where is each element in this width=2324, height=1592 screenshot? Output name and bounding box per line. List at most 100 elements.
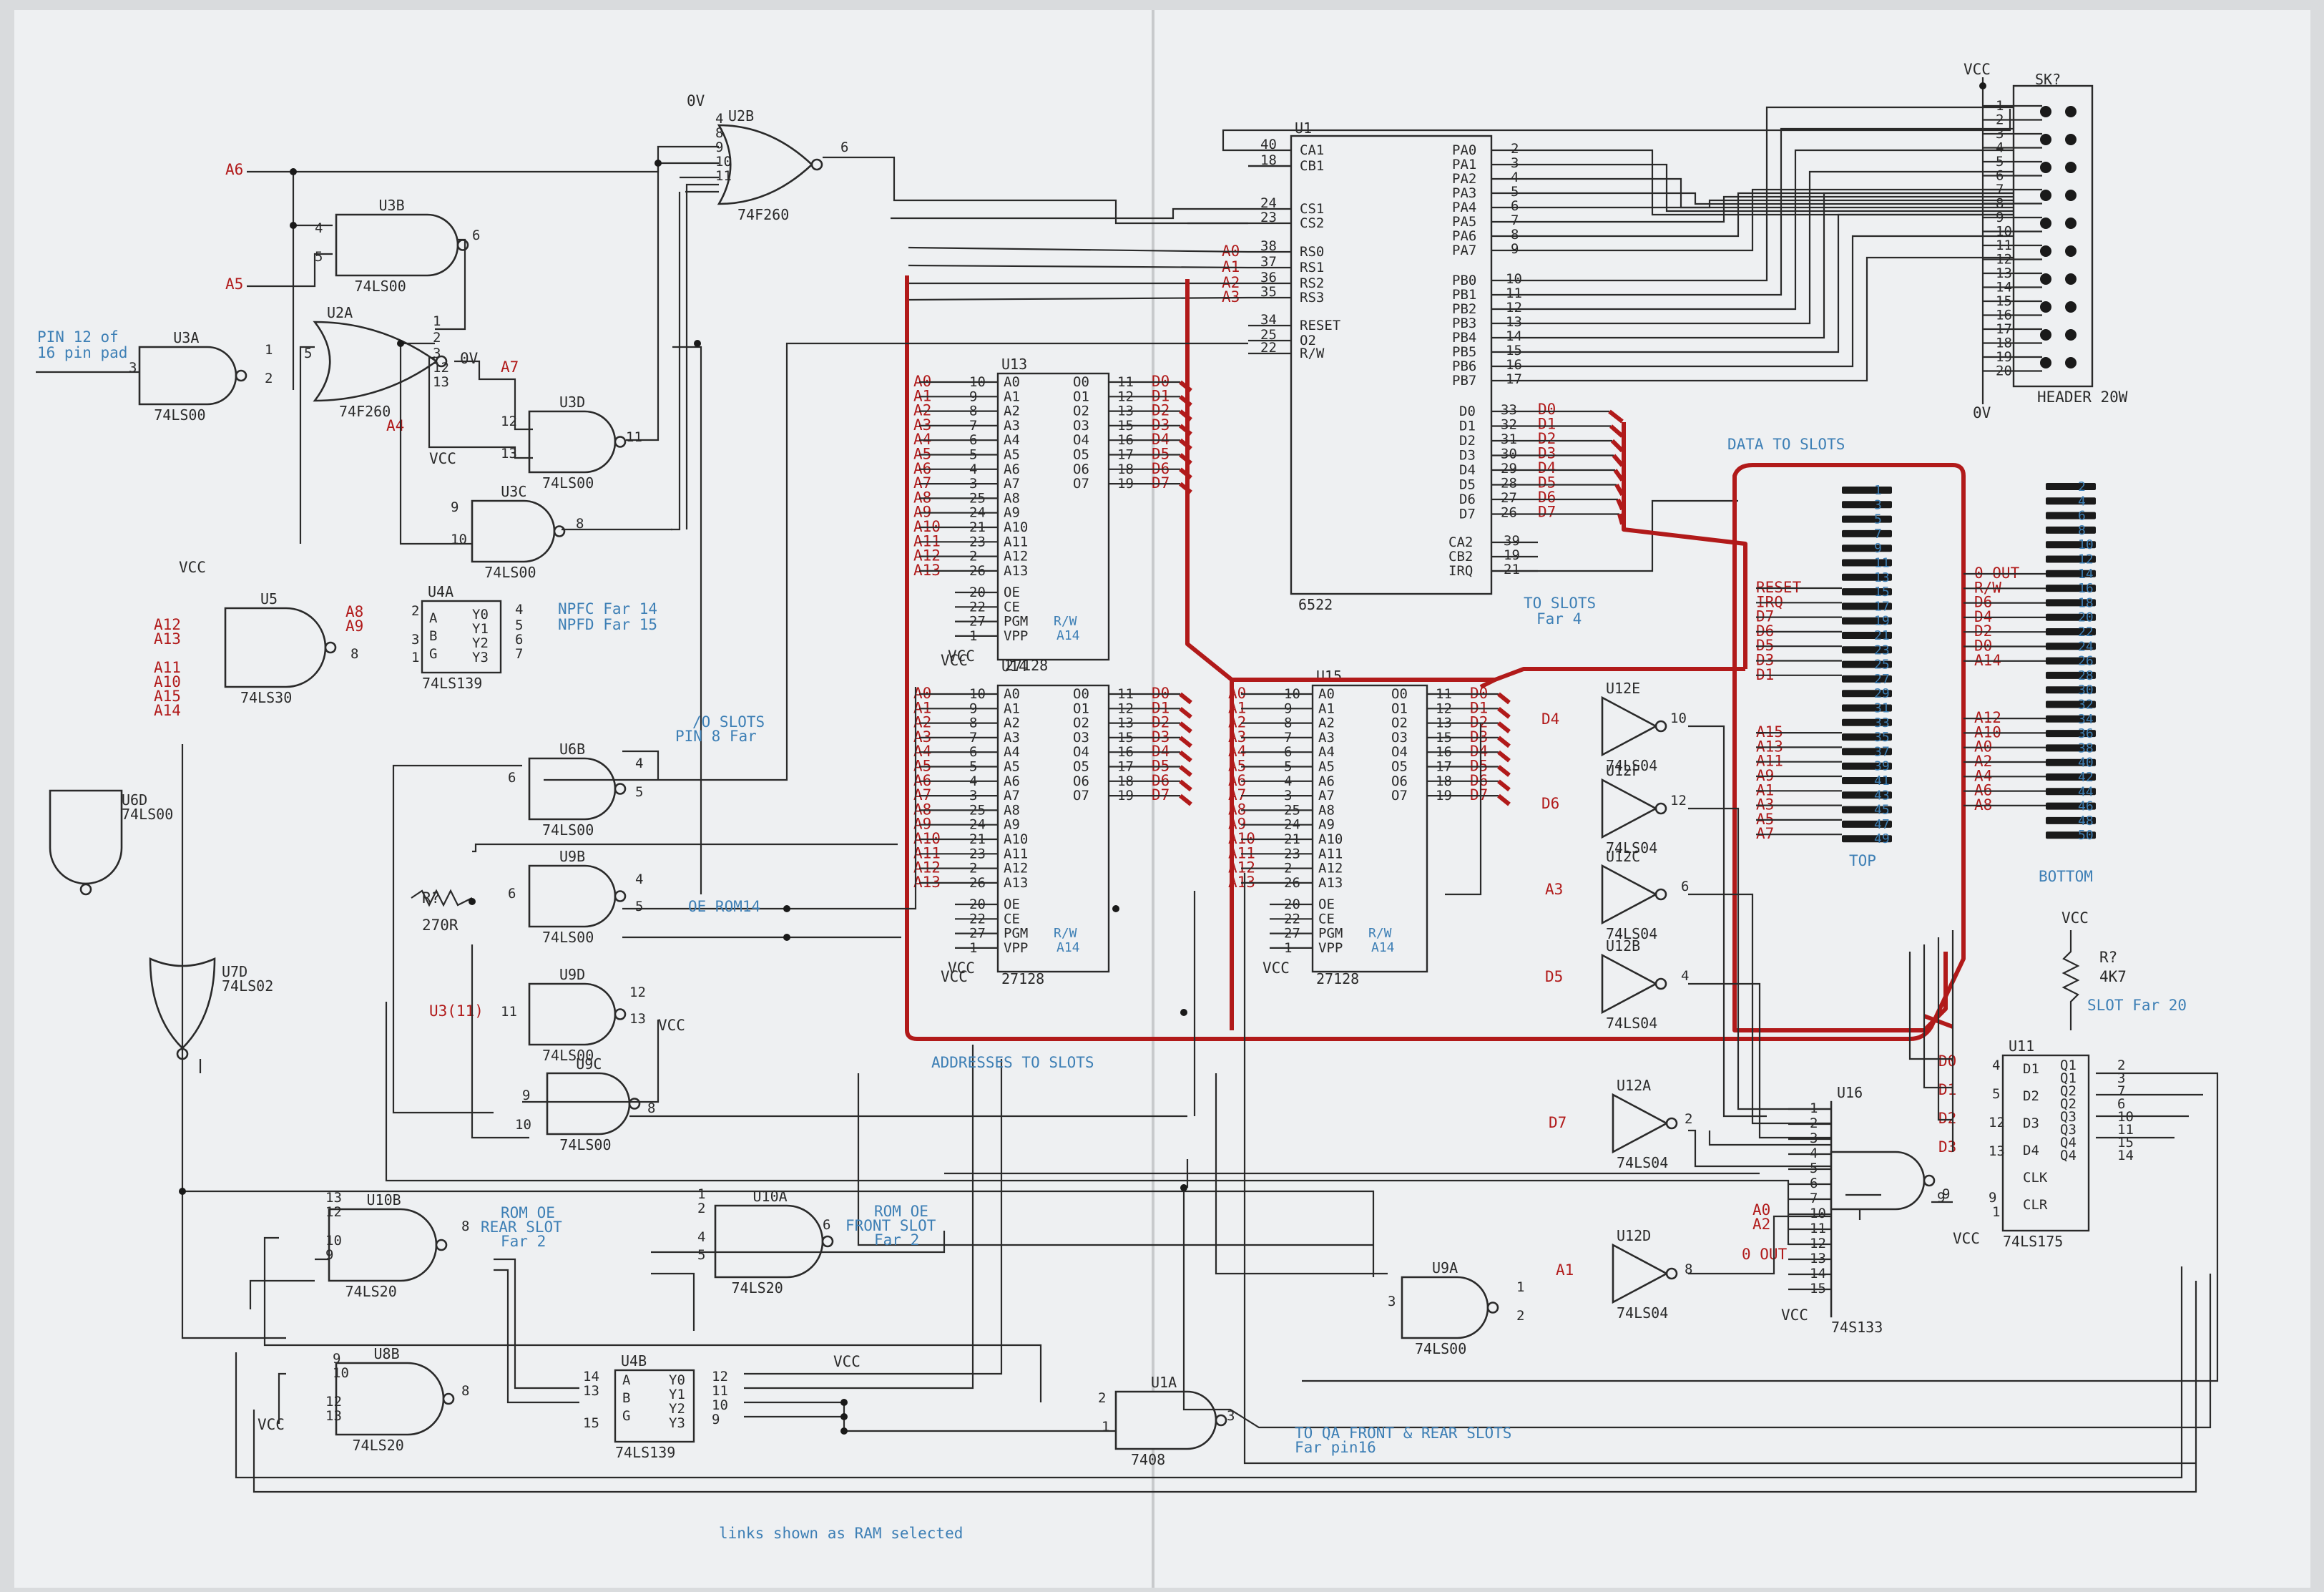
u11-box-type: 74LS175 [2003,1233,2063,1250]
hdr-pad [2065,245,2077,257]
hdr-pad [2065,162,2077,173]
u5-gate-ref: U5 [260,590,278,607]
edge-pad [1842,501,1892,509]
hdr-pad [2040,134,2051,145]
u11-net: D2 [1938,1110,1956,1127]
via-irq-route [1491,499,1738,572]
rom-pin-name: A12 [1004,549,1028,565]
net-label: 0V [687,92,705,109]
gate-pin-num: 5 [304,346,312,361]
gate-pin-num: 13 [433,374,449,390]
edge-num: 4 [2078,494,2086,509]
via-pa-num: 2 [1511,141,1519,157]
u1a-gate-ref: U1A [1151,1374,1177,1391]
gate-pin-num: 8 [715,125,723,141]
via-pb-num: 12 [1506,300,1522,316]
rom-out-name: O3 [1073,730,1089,746]
hdr-pad [2065,106,2077,117]
u11-q: Q4 [2060,1135,2077,1151]
vcc-hdr: VCC [1963,61,1991,78]
edge-num: 42 [2078,770,2094,785]
hdr-pad [2040,106,2051,117]
net-label: A0 [1752,1201,1770,1219]
via-pb-name: PB6 [1452,358,1476,374]
edge-pad [1842,544,1892,552]
gate-pin-num: 9 [1937,1190,1945,1206]
u12c-gate-bubble [1654,888,1667,901]
wire-ca1 [1222,109,2011,152]
rom-out-name: O6 [1073,773,1089,789]
u11-net: D1 [1938,1081,1956,1098]
rom-pin-name: A10 [1004,831,1028,847]
via-pb-name: PB0 [1452,273,1476,288]
via-left-name: CS2 [1300,215,1324,231]
u11-q: Q4 [2060,1148,2077,1163]
rom-ctrl-name: VPP [1004,628,1028,644]
edge-pad [2046,643,2096,650]
net-label: D7 [1549,1114,1567,1131]
gate-pin-num: 3 [1388,1294,1396,1309]
u10a-gate-ref: U10A [753,1188,788,1205]
u11-box [2001,1054,2090,1232]
edge-pad [2046,831,2096,839]
via-d-name: D6 [1459,492,1476,507]
rom-rw: R/W [1368,926,1392,941]
u12d-gate [1612,1243,1669,1304]
gate-pin-num: 12 [325,1394,342,1410]
rom-pin-name: A8 [1004,802,1020,818]
edge-pad [2046,802,2096,810]
edge-pad [1842,487,1892,494]
edge-num: 19 [1874,614,1890,629]
edge-pad [1842,777,1892,784]
u9d-gate-ref: U9D [559,966,585,983]
edge-pad [1842,748,1892,756]
u11-q: Q2 [2060,1083,2077,1099]
r270-resistor [411,889,473,907]
u3a-gate-bubble [235,369,247,382]
u11-qnum: 14 [2117,1148,2134,1163]
via-pa-route [1541,199,2014,209]
gate-pin-num: 1 [1992,1204,2000,1220]
u4a-out: Y3 [472,650,489,665]
gate-pin-num: 12 [629,985,646,1000]
u3a-gate [138,346,237,406]
note-rear2: REAR SLOT [481,1219,562,1236]
u14-label-a: U14 [1001,658,1027,675]
gate-pin-num: 13 [325,1408,342,1424]
gate-pin-num: 6 [823,1217,830,1233]
u12d-gate-ref: U12D [1617,1227,1651,1244]
u2b-gate-ref: U2B [728,107,754,124]
gate-pin-num: 4 [697,1229,705,1245]
gate-pin-num: 2 [1098,1390,1106,1406]
via-left-name: R/W [1300,346,1325,361]
note-far4: Far 4 [1536,610,1582,627]
rom-pin-name: A10 [1318,831,1343,847]
rom-pin-name: A6 [1004,773,1020,789]
via-d-stub [1613,469,1624,482]
note-slots-pin8b: PIN 8 Far [675,728,757,745]
gate-pin-num: 1 [433,313,441,329]
edge-num: 50 [2078,828,2094,843]
rom-out-name: O7 [1073,788,1089,804]
rom-out-name: O2 [1073,404,1089,419]
u4a-out: Y1 [472,621,489,637]
edge-num: 49 [1874,831,1890,846]
via-pb-num: 15 [1506,343,1522,358]
rom-pin-name: A11 [1004,534,1028,550]
via-d-name: D2 [1459,433,1476,449]
u3b-gate-type: 74LS00 [355,278,406,295]
hdr-pad [2040,273,2051,285]
rom-out-name: O0 [1073,686,1089,702]
net-label: A13 [154,630,181,648]
net-label: A15 [154,688,181,705]
u6b-gate-bubble [614,783,627,795]
edge-pad [2046,585,2096,592]
edge-num: 12 [2078,552,2094,567]
via-pb-num: 11 [1506,285,1522,301]
net-label: VCC [1781,1307,1808,1324]
via-pa-name: PA5 [1452,214,1476,230]
net-label: 4K7 [2099,968,2127,985]
u13-label: U13 [1001,356,1027,373]
via-left-num: 22 [1260,340,1277,356]
